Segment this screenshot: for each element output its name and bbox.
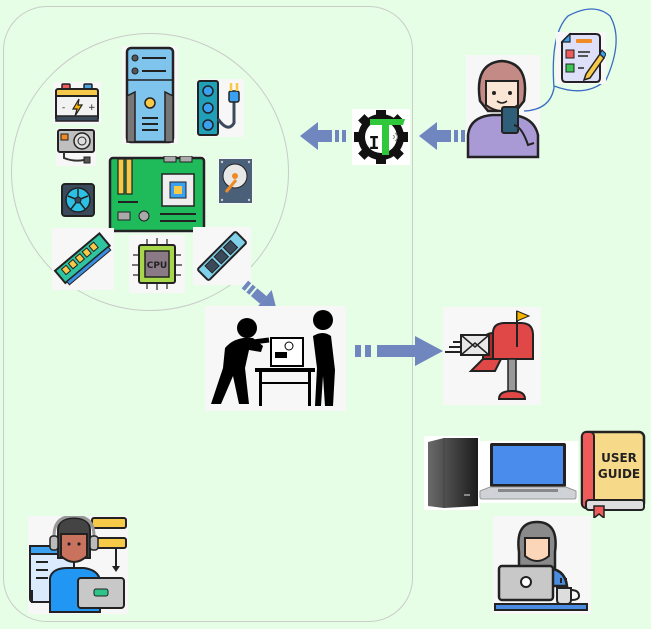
- svg-text:-: -: [62, 103, 65, 113]
- cpu-label: CPU: [147, 261, 168, 271]
- company-process-container: [3, 6, 413, 622]
- battery-icon: - +: [53, 82, 101, 124]
- hard-drive-icon: [218, 158, 253, 204]
- svg-text:+: +: [88, 103, 96, 113]
- mailbox-delivery-icon: [443, 307, 541, 405]
- ram-icon: [52, 228, 114, 290]
- user-guide-line1: USER: [601, 451, 637, 465]
- laptop-icon: [478, 441, 578, 503]
- power-supply-icon: [56, 128, 96, 166]
- arrow-customer-to-it: [419, 122, 465, 150]
- arrow-it-to-hardware: [300, 122, 346, 150]
- support-agent-headset-icon: [28, 516, 128, 614]
- desktop-tower-icon: [424, 436, 480, 510]
- technicians-assembling-icon: [205, 306, 346, 411]
- user-guide-book-icon: USER GUIDE: [580, 430, 646, 518]
- arrow-technicians-to-mailbox: [355, 336, 443, 366]
- power-strip-icon: [196, 79, 244, 137]
- it-gear-logo-icon: I: [352, 109, 410, 165]
- pc-tower-icon: [122, 46, 178, 144]
- checklist-form-icon: [556, 32, 606, 84]
- woman-at-laptop-icon: [493, 516, 591, 614]
- ssd-icon: [193, 227, 251, 285]
- woman-with-phone-icon: [466, 55, 540, 159]
- cpu-icon: CPU: [129, 235, 185, 293]
- motherboard-icon: [108, 156, 206, 233]
- user-guide-line2: GUIDE: [598, 467, 640, 481]
- it-logo-letter-i: I: [369, 133, 380, 154]
- cooling-fan-icon: [61, 183, 95, 217]
- hardware-components-circle: [11, 33, 289, 311]
